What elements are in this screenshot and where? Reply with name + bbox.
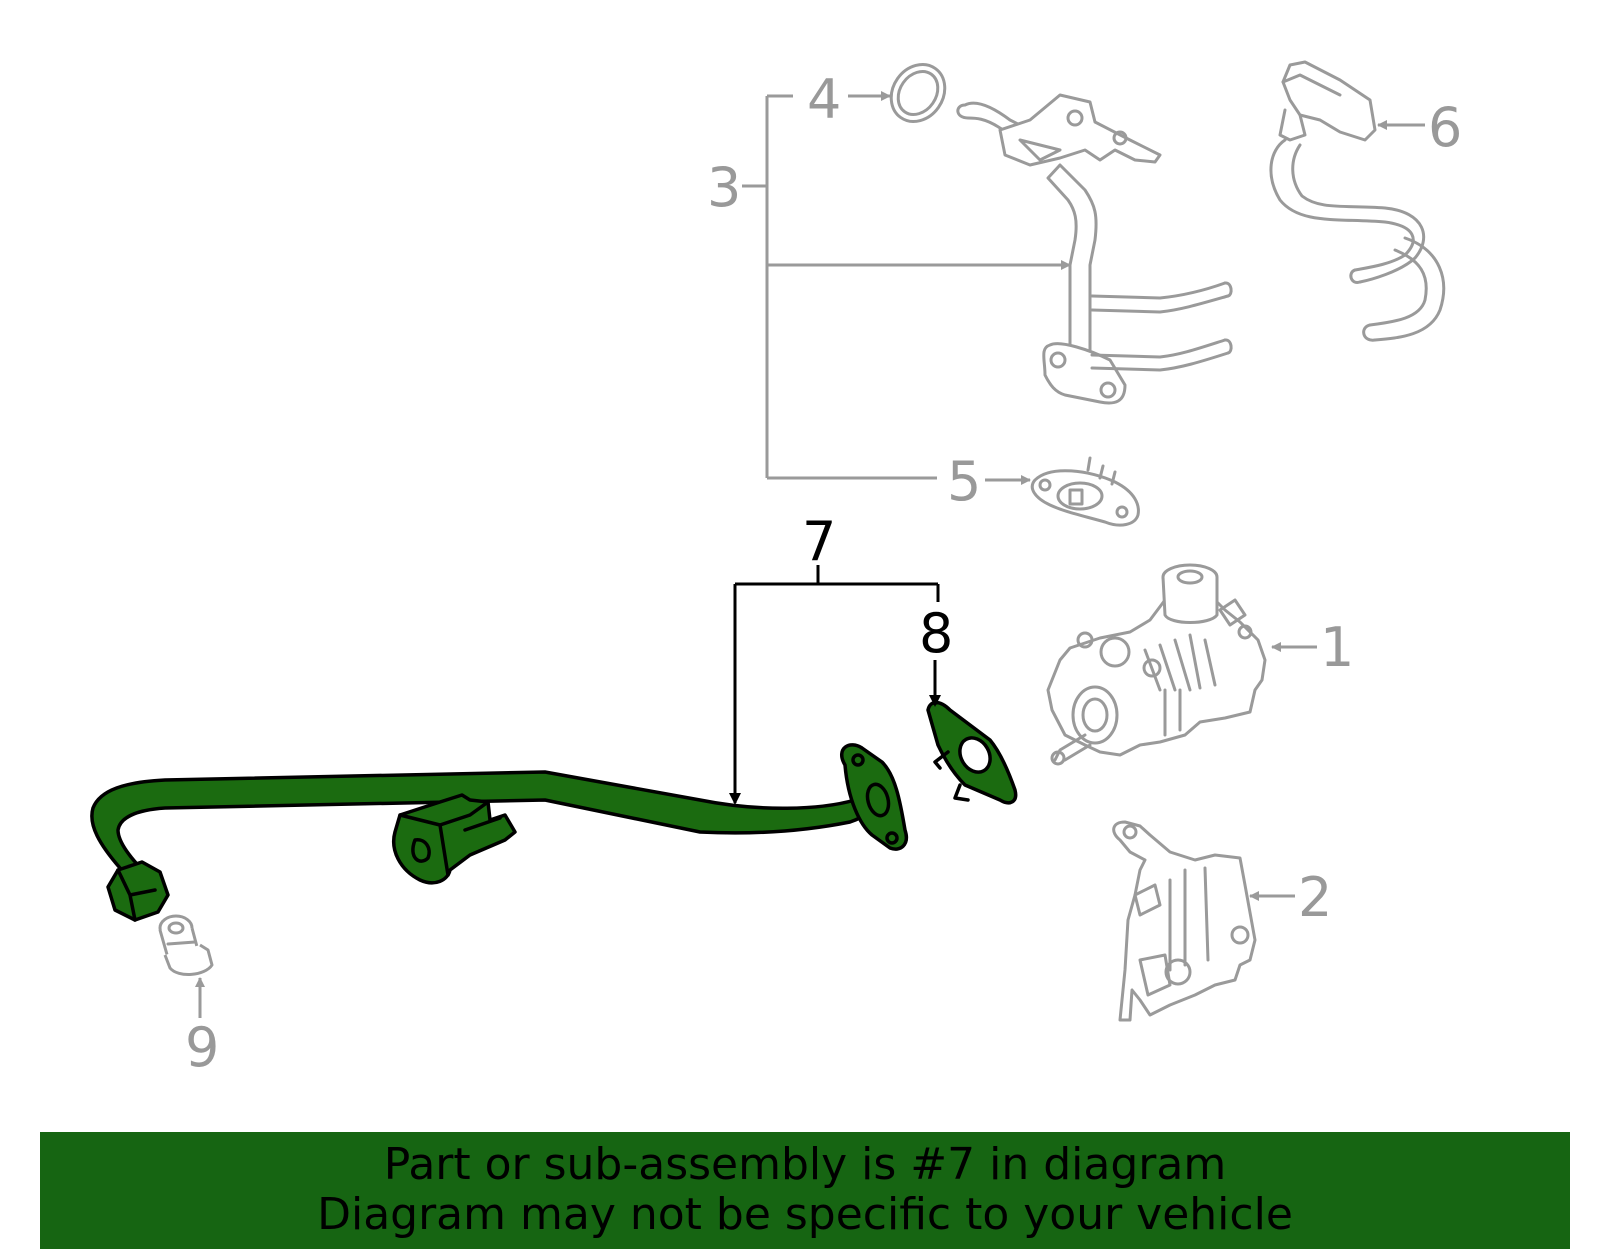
callout-1: 1: [1320, 616, 1354, 679]
part-1-valve: [1046, 563, 1267, 766]
part-6-fitting: [1269, 60, 1446, 342]
part-4-oring: [889, 63, 947, 123]
callout-8: 8: [919, 602, 953, 665]
callout-2: 2: [1298, 866, 1332, 929]
callout-3: 3: [707, 156, 741, 219]
part-9-fitting: [158, 914, 214, 976]
info-banner: Part or sub-assembly is #7 in diagram Di…: [40, 1132, 1570, 1249]
part-7-highlighted-pipe: [90, 743, 908, 922]
leader-3-bracket: [742, 94, 1071, 480]
part-8-gasket: [926, 700, 1018, 805]
leader-7-bracket: [729, 565, 940, 805]
callout-5: 5: [947, 450, 981, 513]
part-5-gasket: [1030, 456, 1140, 527]
callout-7: 7: [802, 510, 836, 573]
banner-line-1: Part or sub-assembly is #7 in diagram: [383, 1139, 1227, 1190]
callout-9: 9: [185, 1016, 219, 1079]
part-3-egr-pipe: [956, 93, 1233, 405]
part-2-bracket: [1112, 820, 1257, 1022]
callout-6: 6: [1428, 96, 1462, 159]
banner-line-2: Diagram may not be specific to your vehi…: [317, 1189, 1293, 1240]
callout-4: 4: [807, 68, 841, 131]
